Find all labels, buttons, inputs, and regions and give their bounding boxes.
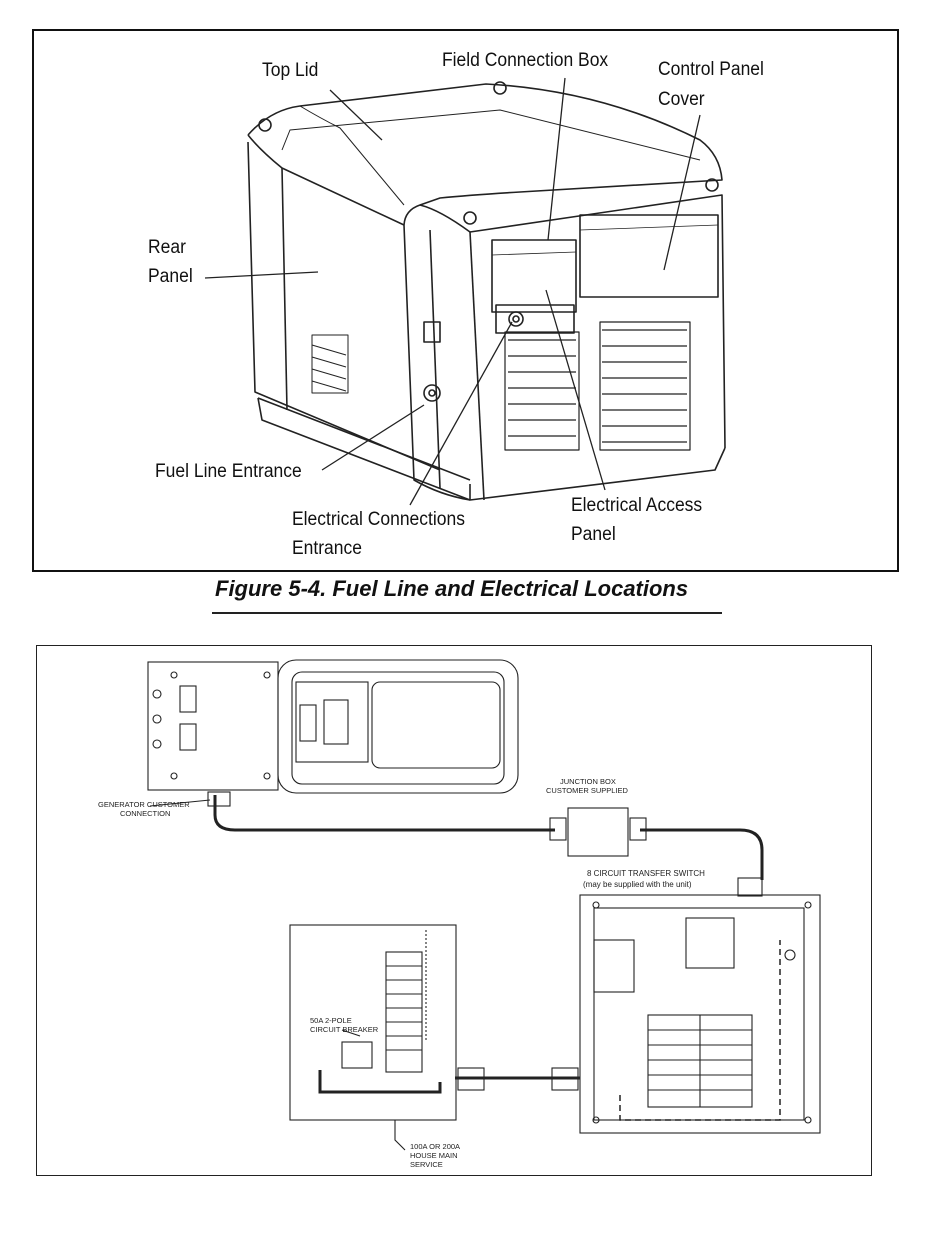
label-main-service-1: 100A OR 200A (410, 1142, 461, 1151)
wiring-diagram (147, 659, 821, 1151)
electrical-entrance-hole (508, 311, 524, 327)
label-rear-panel-1: Rear (148, 237, 186, 258)
label-junction-box-2: CUSTOMER SUPPLIED (546, 786, 628, 795)
label-breaker-2: CIRCUIT BREAKER (310, 1025, 379, 1034)
label-main-service-2: HOUSE MAIN (410, 1151, 458, 1160)
junction-box (567, 807, 629, 857)
house-main-panel (289, 924, 457, 1121)
caption-underline (212, 612, 722, 614)
label-transfer-switch-1: 8 CIRCUIT TRANSFER SWITCH (587, 869, 705, 878)
label-rear-panel-2: Panel (148, 266, 193, 287)
figure-1-frame (32, 29, 899, 572)
transfer-switch-breakers (593, 917, 753, 1108)
label-electrical-connections-1: Electrical Connections (292, 509, 465, 530)
front-face (469, 194, 726, 449)
label-top-lid: Top Lid (262, 60, 319, 81)
fuel-line-inlet (423, 384, 441, 402)
field-connection-box (491, 239, 577, 313)
conduit-1 (213, 795, 555, 832)
label-control-panel-1: Control Panel (658, 59, 764, 80)
rear-vents (311, 334, 349, 394)
figure-caption: Figure 5-4. Fuel Line and Electrical Loc… (215, 576, 689, 601)
label-breaker-1: 50A 2-POLE (310, 1016, 352, 1025)
label-fuel-line-entrance: Fuel Line Entrance (155, 461, 302, 482)
figure-2-frame (36, 645, 872, 1176)
conduit-3 (318, 1070, 580, 1094)
label-transfer-switch-2: (may be supplied with the unit) (583, 880, 692, 889)
rear-body (247, 141, 441, 471)
front-vents (504, 321, 691, 451)
label-generator-connection-1: GENERATOR CUSTOMER (98, 800, 190, 809)
label-generator-connection-2: CONNECTION (120, 809, 171, 818)
callout-leaders (204, 77, 701, 506)
generator-base (257, 397, 726, 501)
label-electrical-access-1: Electrical Access (571, 495, 703, 516)
conduit-2 (640, 828, 764, 880)
label-electrical-access-2: Panel (571, 524, 616, 545)
label-main-service-3: SERVICE (410, 1160, 443, 1169)
label-junction-box-1: JUNCTION BOX (560, 777, 616, 786)
label-electrical-connections-2: Entrance (292, 538, 362, 559)
terminal-blocks (179, 685, 349, 751)
top-lid (247, 83, 723, 226)
control-panel-cover (579, 214, 719, 298)
label-control-panel-2: Cover (658, 89, 705, 110)
circuit-breaker-50a (341, 1041, 373, 1069)
label-field-connection-box: Field Connection Box (442, 50, 609, 71)
transfer-switch-box (579, 894, 821, 1134)
generator-panel (277, 659, 519, 794)
